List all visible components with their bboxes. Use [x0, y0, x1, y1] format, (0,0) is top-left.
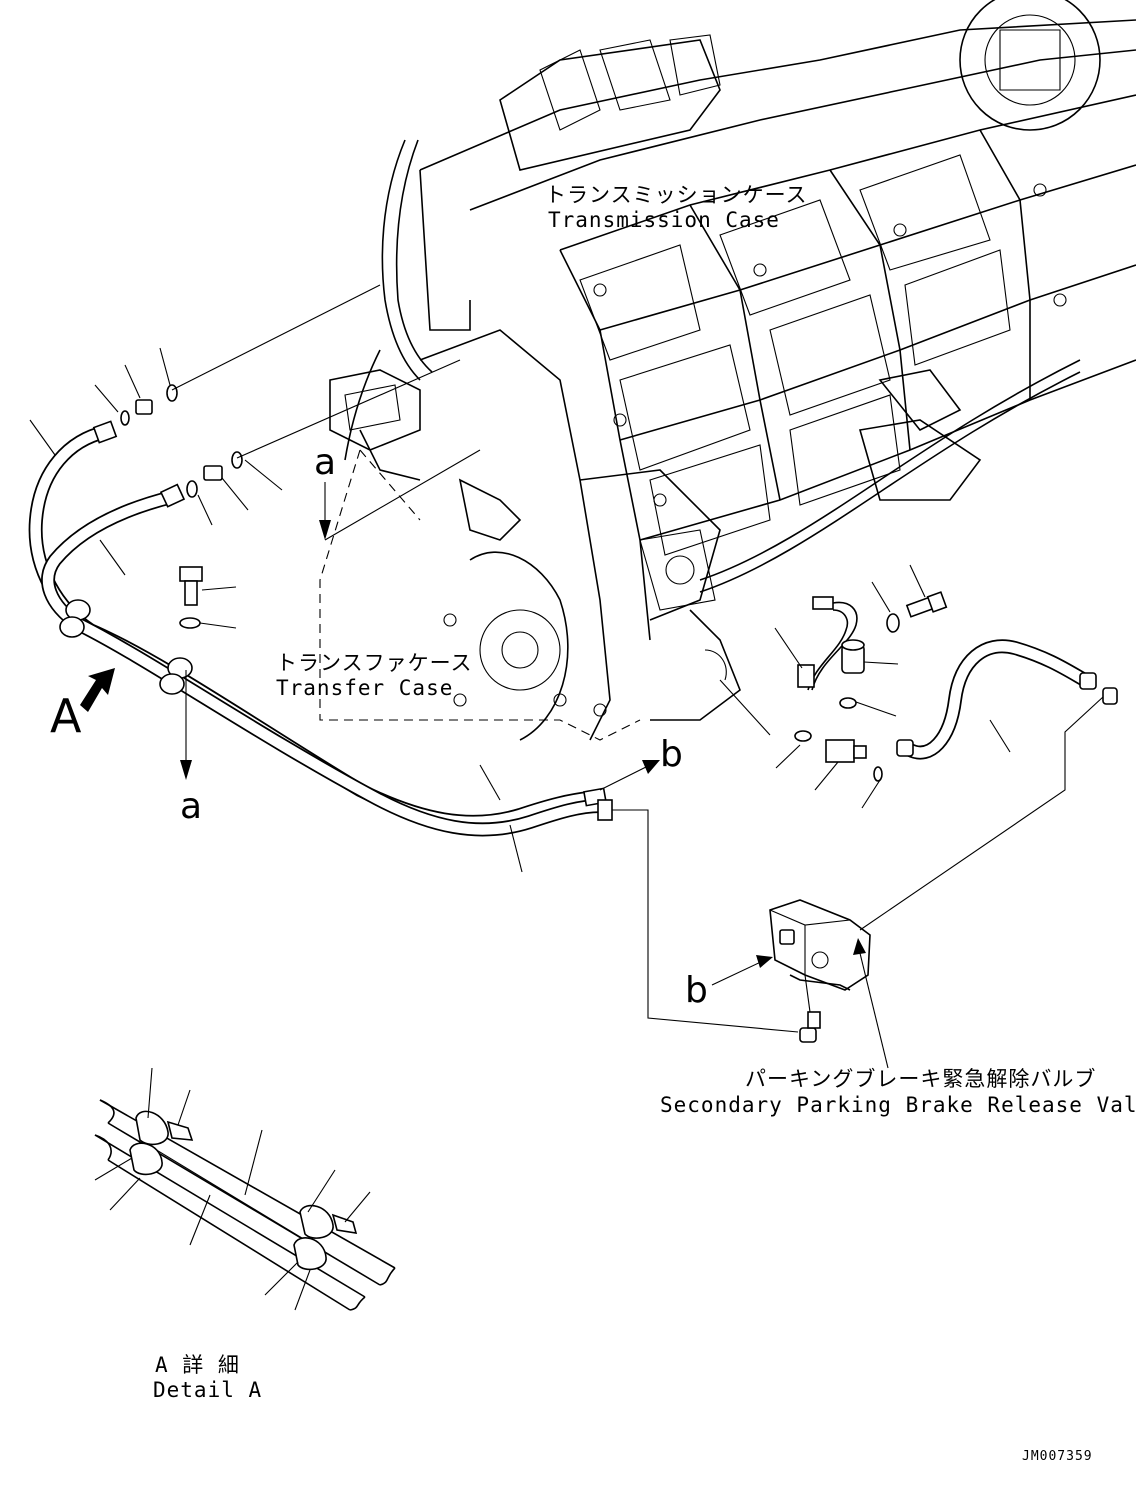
detail-clamp-right-upper: [299, 1204, 334, 1239]
o-ring: [186, 480, 198, 498]
bolt-head: [926, 591, 948, 613]
adapter-fitting: [135, 399, 153, 415]
washer: [179, 617, 201, 629]
valve-port-fitting: [779, 929, 795, 945]
elbow-fitting-stem: [807, 1011, 821, 1029]
adapter-fitting: [203, 465, 223, 481]
elbow-adapter: [1102, 687, 1118, 705]
transfer-case-label-jp: トランスファケース: [276, 651, 473, 675]
o-ring: [794, 730, 812, 742]
detail-a-label-jp: A 詳 細: [155, 1353, 240, 1377]
drawing-number: JM007359: [1022, 1449, 1093, 1464]
tee-fitting: [825, 739, 855, 763]
release-valve-assembly: b: [612, 696, 1104, 1069]
hose-clamp: [59, 616, 85, 638]
detail-clamp-left-upper: [135, 1110, 169, 1146]
o-ring: [120, 410, 130, 426]
transmission-case-label-jp: トランスミッションケース: [545, 183, 808, 207]
connector: [812, 596, 834, 610]
hose-fitting-right-lower: [597, 799, 613, 821]
transmission-case-drawing: [319, 0, 1136, 741]
hose-fitting-upper: [92, 420, 118, 444]
elbow-fitting-lower: [799, 1027, 817, 1043]
hose-assemblies: [28, 420, 613, 837]
hose-fitting-lower: [159, 483, 186, 508]
detail-clamp-left-lower: [129, 1142, 163, 1176]
bolt-shank: [184, 580, 198, 606]
washer: [886, 613, 900, 633]
wire-clip: [797, 664, 815, 688]
tee-fitting-port: [853, 745, 867, 759]
right-hose: [896, 639, 1118, 760]
detail-a-view: [94, 1067, 396, 1311]
view-arrow-a: [80, 668, 115, 712]
detail-clamp-tab: [166, 1120, 194, 1141]
view-label-a: A: [50, 689, 82, 743]
hose-elbow-fitting: [896, 739, 914, 757]
transfer-case-label-en: Transfer Case: [276, 676, 453, 700]
fittings-upper-left: [29, 284, 523, 873]
detail-clamp-tab: [331, 1213, 358, 1234]
solenoid-top: [841, 639, 865, 651]
o-ring: [166, 384, 178, 402]
transmission-case-label-en: Transmission Case: [548, 208, 780, 232]
o-ring: [231, 451, 243, 469]
solenoid-assembly: [719, 564, 948, 809]
detail-clamp-right-lower: [293, 1237, 327, 1271]
release-valve-label-en: Secondary Parking Brake Release Valve: [660, 1093, 1136, 1117]
ref-a-top: a: [314, 442, 336, 483]
o-ring: [873, 766, 883, 782]
release-valve-label-jp: パーキングブレーキ緊急解除バルブ: [745, 1067, 1096, 1091]
detail-a-label-en: Detail A: [153, 1378, 262, 1402]
ref-b-right: b: [660, 734, 683, 775]
ref-b-valve: b: [685, 970, 708, 1011]
o-ring: [839, 697, 857, 709]
hose-end-fitting: [1079, 672, 1097, 690]
bolt-head: [179, 566, 203, 582]
hose-clamp: [159, 673, 185, 695]
ref-a-bottom: a: [180, 786, 202, 827]
